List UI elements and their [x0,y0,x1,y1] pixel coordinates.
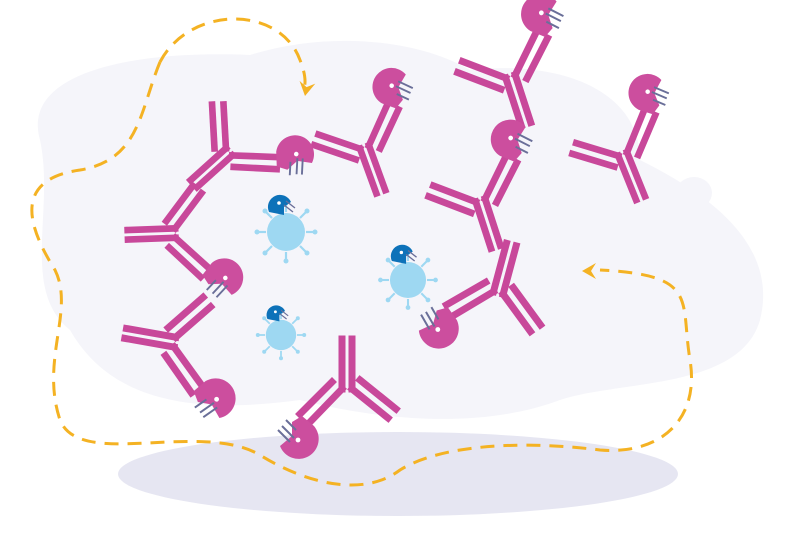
background-blobs [37,40,764,419]
dashed-path [30,17,693,487]
ground-shadow [118,432,678,516]
